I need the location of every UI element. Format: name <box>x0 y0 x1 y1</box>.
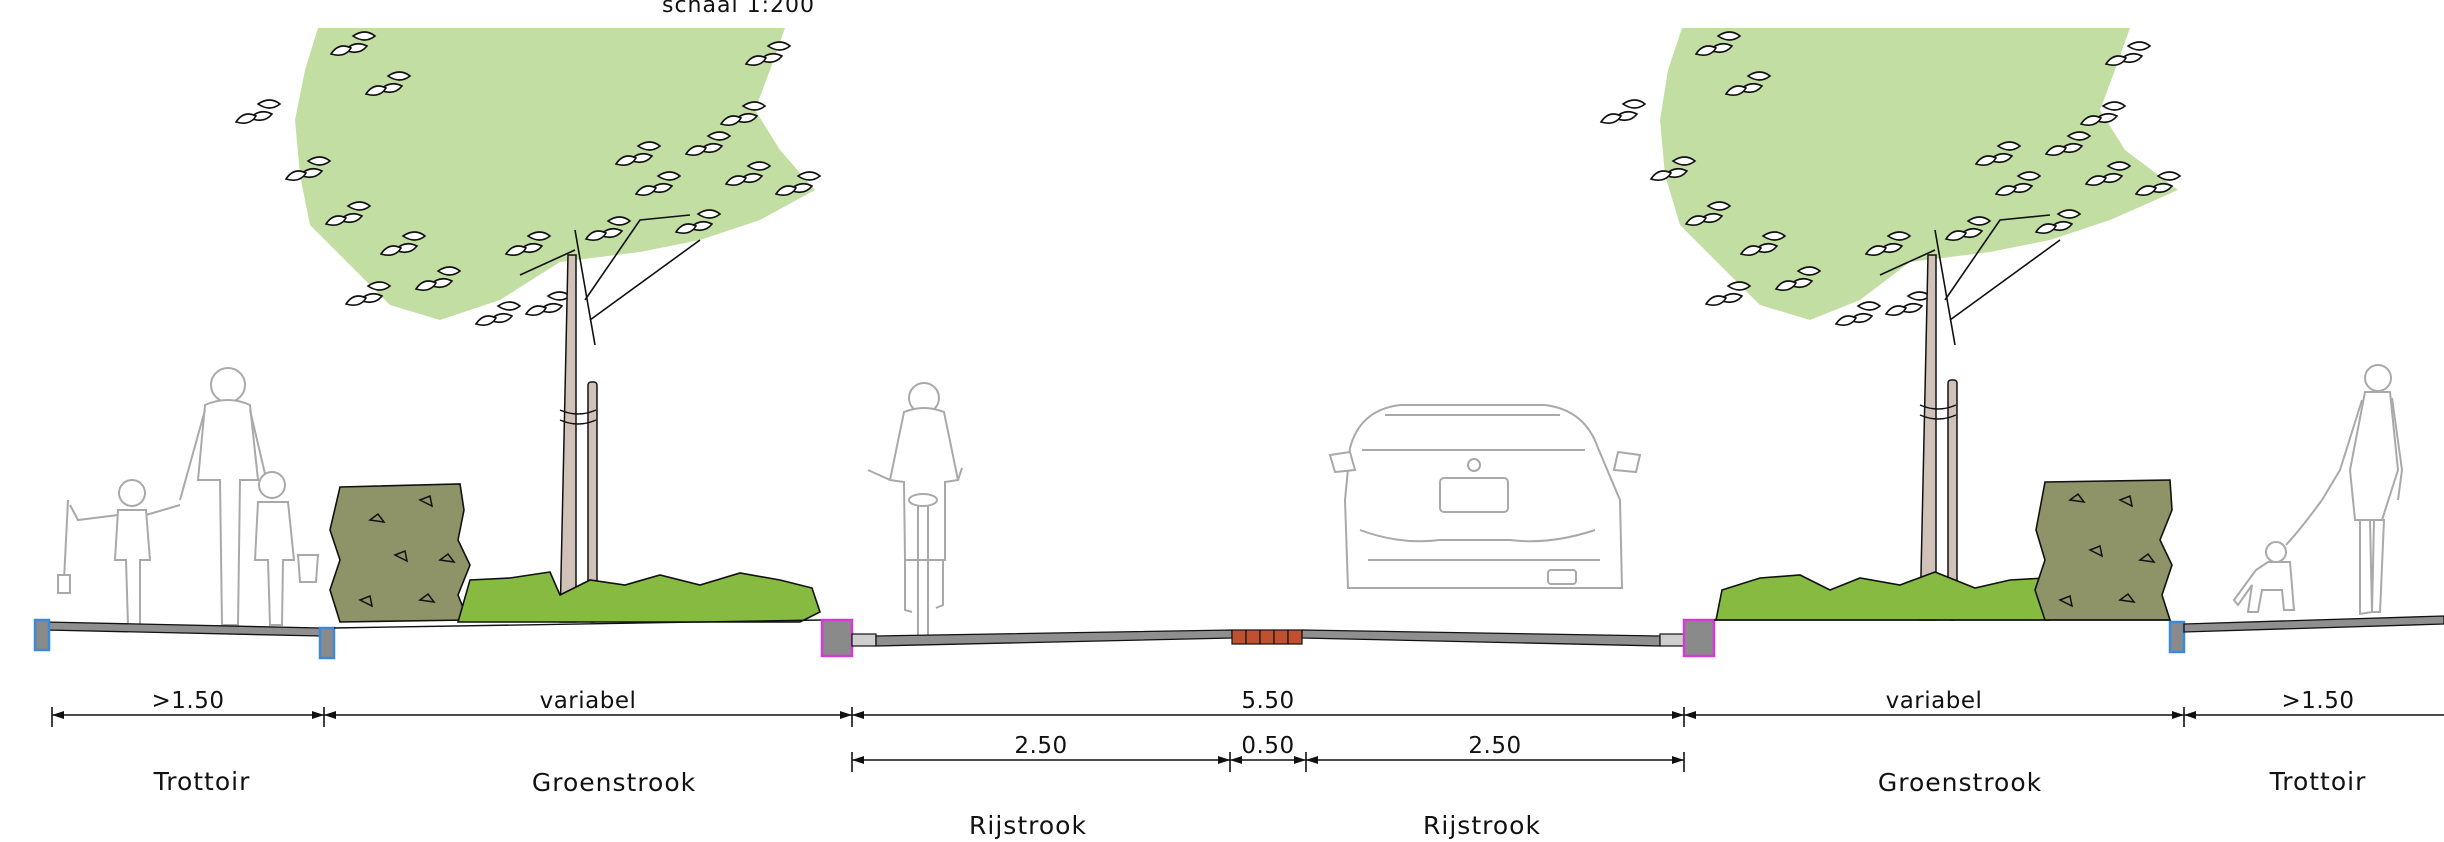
ground-profile <box>33 615 2444 660</box>
dim-median: 0.50 <box>1241 733 1294 759</box>
shrub-icon <box>1715 571 2061 621</box>
kerb-road-right <box>1682 618 1716 658</box>
median-brick <box>1231 629 1303 645</box>
zone-green-right: Groenstrook <box>1878 768 2042 797</box>
woman-with-dog-icon <box>2232 364 2404 616</box>
tree-trunk <box>559 254 577 623</box>
tree-branches <box>519 214 701 346</box>
tree-canopy <box>1660 28 2178 320</box>
kerb-left-outer <box>33 618 51 652</box>
dim-green-left: variabel <box>540 688 637 714</box>
tree-branches <box>1879 214 2061 346</box>
tree-icon <box>235 28 821 623</box>
tree-trunk <box>1919 254 1937 621</box>
car-rear-icon <box>1328 404 1642 589</box>
pedestrian-family-icon <box>57 367 320 626</box>
dim-green-right: variabel <box>1886 688 1983 714</box>
scale-label: schaal 1:200 <box>662 0 815 18</box>
zone-lane-right: Rijstrook <box>1423 811 1541 840</box>
shrub-icon <box>456 571 821 623</box>
cyclist-icon <box>867 382 963 635</box>
zone-lane-left: Rijstrook <box>969 811 1087 840</box>
dimension-lines <box>51 707 2444 772</box>
kerb-right-inner <box>2168 620 2186 654</box>
road-surface-left <box>875 629 1233 647</box>
kerb-road-left <box>820 618 854 658</box>
zone-sidewalk-left: Trottoir <box>153 767 251 796</box>
zone-sidewalk-right: Trottoir <box>2269 767 2367 796</box>
hedge-icon <box>329 483 471 623</box>
dim-lane-right: 2.50 <box>1468 733 1521 759</box>
hedge-icon <box>2034 479 2173 621</box>
dim-road-total: 5.50 <box>1241 688 1294 714</box>
dim-sidewalk-right: >1.50 <box>2282 688 2355 714</box>
dim-sidewalk-left: >1.50 <box>152 688 225 714</box>
zone-green-left: Groenstrook <box>532 768 696 797</box>
tree-canopy <box>295 28 815 320</box>
dim-lane-left: 2.50 <box>1014 733 1067 759</box>
road-surface-right <box>1301 629 1661 647</box>
kerb-left-inner <box>318 626 336 660</box>
tree-icon <box>1600 28 2181 621</box>
